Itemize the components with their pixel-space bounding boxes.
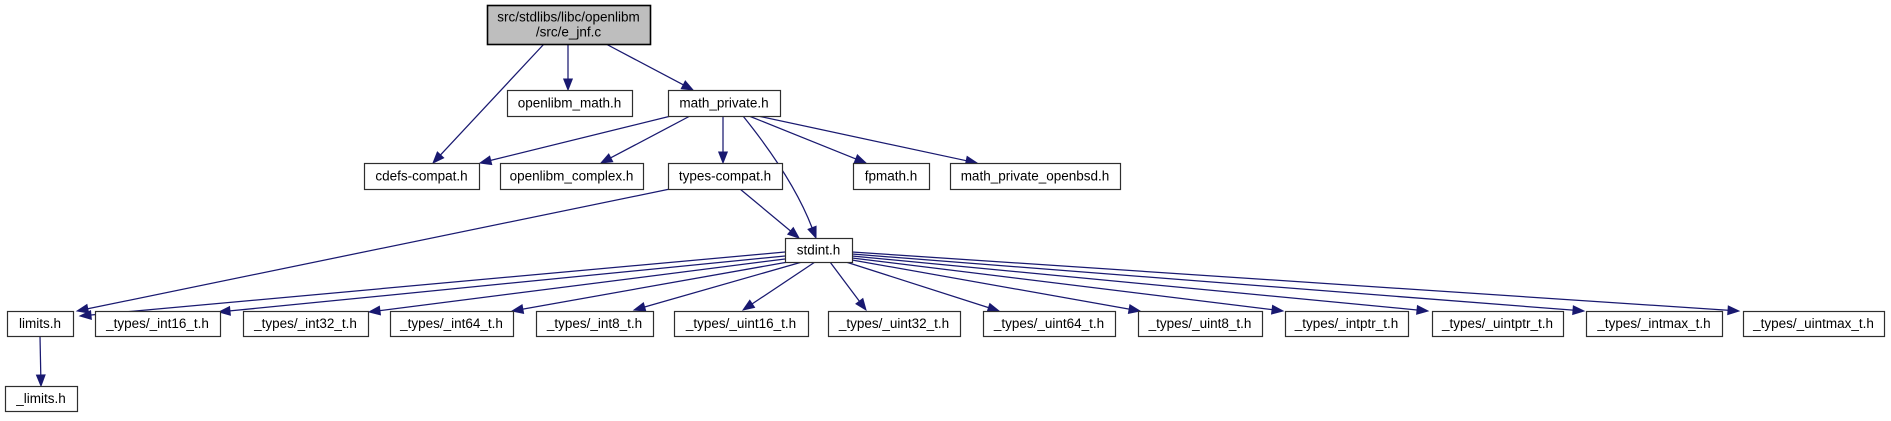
node-limits[interactable]: limits.h <box>6 310 75 338</box>
edge-stdint-to-uint64 <box>845 261 1001 313</box>
node-openlibm_complex[interactable]: openlibm_complex.h <box>499 162 645 191</box>
edge-types_compat-to-limits <box>75 188 671 314</box>
edge-stdint-to-int64 <box>510 261 789 314</box>
node-label: _limits.h <box>15 391 66 406</box>
node-math_private_openbsd[interactable]: math_private_openbsd.h <box>949 162 1122 191</box>
edge-stdint-to-intmax <box>851 253 1586 316</box>
node-label: _types/_intmax_t.h <box>1596 316 1710 331</box>
node-label: types-compat.h <box>679 169 771 184</box>
node-int8[interactable]: _types/_int8_t.h <box>535 310 655 338</box>
node-openlibm_math[interactable]: openlibm_math.h <box>506 89 634 118</box>
node-types_compat[interactable]: types-compat.h <box>667 162 784 191</box>
node-label: math_private_openbsd.h <box>961 169 1110 184</box>
node-int32[interactable]: _types/_int32_t.h <box>242 310 370 338</box>
node-label: _types/_int16_t.h <box>105 316 209 331</box>
edge-math_private-to-fpmath <box>748 115 868 164</box>
node-stdint[interactable]: stdint.h <box>784 237 854 264</box>
node-label: _types/_uintptr_t.h <box>1441 316 1553 331</box>
node-fpmath[interactable]: fpmath.h <box>852 162 931 191</box>
node-_limits[interactable]: _limits.h <box>4 385 79 413</box>
node-label: _types/_uint64_t.h <box>993 316 1104 331</box>
node-uint32[interactable]: _types/_uint32_t.h <box>827 310 962 338</box>
node-int16[interactable]: _types/_int16_t.h <box>94 310 222 338</box>
edge-stdint-to-int8 <box>632 261 803 312</box>
edge-stdint-to-uint16 <box>741 261 816 311</box>
edge-stdint-to-intptr <box>851 257 1285 315</box>
edge-root-to-math_private <box>605 43 695 91</box>
edge-math_private-to-math_private_openbsd <box>757 115 979 166</box>
node-label: math_private.h <box>679 96 768 111</box>
node-layer: src/stdlibs/libc/openlibm/src/e_jnf.cope… <box>4 4 1886 413</box>
node-label: _types/_int8_t.h <box>546 316 642 331</box>
node-label: _types/_uint32_t.h <box>838 316 949 331</box>
node-label: _types/_intptr_t.h <box>1294 316 1399 331</box>
node-root[interactable]: src/stdlibs/libc/openlibm/src/e_jnf.c <box>486 4 652 46</box>
edge-stdint-to-int16 <box>217 255 786 316</box>
edge-math_private-to-stdint <box>742 115 817 240</box>
node-label: _types/_uint8_t.h <box>1148 316 1252 331</box>
node-label: _types/_int32_t.h <box>253 316 357 331</box>
edge-stdint-to-uint32 <box>829 261 867 312</box>
node-intptr[interactable]: _types/_intptr_t.h <box>1284 310 1410 338</box>
node-label: _types/_uintmax_t.h <box>1752 316 1874 331</box>
node-uintmax[interactable]: _types/_uintmax_t.h <box>1742 310 1886 338</box>
node-uint16[interactable]: _types/_uint16_t.h <box>673 310 810 338</box>
edge-limits-to-_limits <box>35 335 46 388</box>
node-label: fpmath.h <box>865 169 918 184</box>
edge-root-to-openlibm_math <box>562 44 574 92</box>
edge-math_private-to-openlibm_complex <box>599 115 691 164</box>
node-label: limits.h <box>19 316 61 331</box>
edge-stdint-to-uint8 <box>851 259 1142 314</box>
edge-math_private-to-cdefs_compat <box>478 115 672 166</box>
edge-math_private-to-types_compat <box>717 116 729 165</box>
edge-stdint-to-uintptr <box>851 255 1430 315</box>
node-cdefs_compat[interactable]: cdefs-compat.h <box>363 162 481 191</box>
edge-stdint-to-limits <box>78 251 786 320</box>
edge-types_compat-to-stdint <box>739 188 801 239</box>
edge-stdint-to-uintmax <box>851 251 1741 316</box>
node-uintptr[interactable]: _types/_uintptr_t.h <box>1431 310 1565 338</box>
node-label: cdefs-compat.h <box>375 169 467 184</box>
node-label: _types/_uint16_t.h <box>685 316 796 331</box>
edge-root-to-cdefs_compat <box>432 43 545 165</box>
node-label: src/stdlibs/libc/openlibm/src/e_jnf.c <box>497 10 640 40</box>
node-int64[interactable]: _types/_int64_t.h <box>389 310 515 338</box>
edge-stdint-to-int32 <box>367 258 786 316</box>
node-label: stdint.h <box>797 243 841 258</box>
node-math_private[interactable]: math_private.h <box>667 89 782 118</box>
node-uint64[interactable]: _types/_uint64_t.h <box>982 310 1117 338</box>
node-label: openlibm_math.h <box>518 96 622 111</box>
node-uint8[interactable]: _types/_uint8_t.h <box>1137 310 1264 338</box>
node-label: _types/_int64_t.h <box>399 316 503 331</box>
node-intmax[interactable]: _types/_intmax_t.h <box>1585 310 1724 338</box>
node-label: openlibm_complex.h <box>510 169 634 184</box>
edge-layer <box>35 43 1741 388</box>
